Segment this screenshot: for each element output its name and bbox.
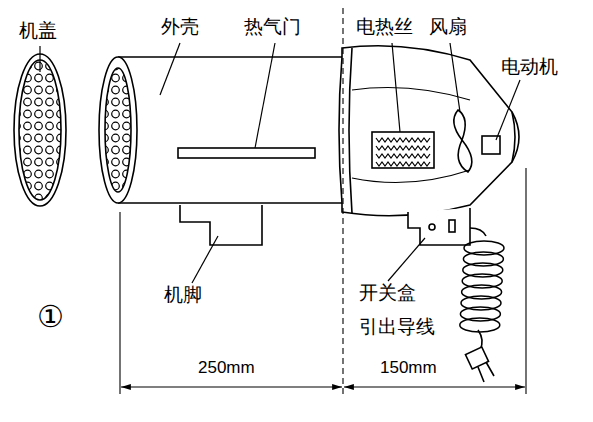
- dimension-label: 250mm: [197, 358, 256, 378]
- cord-coil: [463, 252, 503, 266]
- cord-coil: [460, 318, 500, 332]
- part-label: 机盖: [18, 20, 58, 42]
- part-label: 电热丝: [355, 16, 414, 38]
- heating-wire: [372, 132, 434, 168]
- motor: [482, 136, 500, 154]
- fan: [454, 110, 472, 172]
- cord-coil: [463, 263, 503, 277]
- foot: [180, 205, 262, 245]
- rear-housing: [342, 46, 515, 216]
- part-label: 外壳: [160, 16, 200, 38]
- part-label: 热气门: [243, 16, 302, 38]
- part-label: 开关盒: [358, 282, 417, 304]
- cord-coil: [461, 296, 501, 310]
- plug: [465, 347, 488, 369]
- wire-zigzag: [376, 154, 430, 158]
- cord-coil: [462, 274, 502, 288]
- part-label: 引出导线: [358, 316, 436, 338]
- wire-zigzag: [376, 146, 430, 150]
- part-label: 风扇: [428, 16, 468, 38]
- dimension-lines: [120, 8, 526, 394]
- part-label: 机脚: [163, 284, 203, 306]
- wire-zigzag: [376, 162, 430, 166]
- cord-coil: [464, 241, 504, 255]
- shell-outline: [118, 57, 342, 203]
- cord-coil: [460, 307, 500, 321]
- hot-air-slot: [178, 148, 315, 158]
- wire-zigzag: [376, 138, 430, 142]
- cord-coil: [462, 285, 502, 299]
- callout-number: ①: [36, 300, 65, 335]
- leader-lines: [40, 43, 520, 283]
- switch-box: [408, 208, 470, 245]
- part-label: 电动机: [500, 56, 559, 78]
- dimension-label: 150mm: [379, 358, 438, 378]
